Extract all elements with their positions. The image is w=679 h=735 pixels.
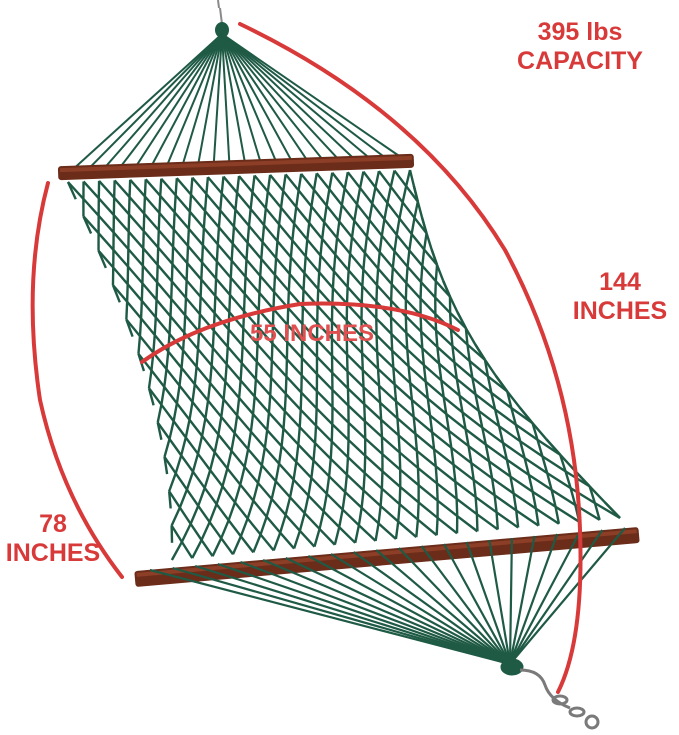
dimension-arcs bbox=[30, 22, 583, 694]
capacity-value: 395 lbs bbox=[537, 18, 623, 46]
bottom-ropes bbox=[149, 527, 626, 666]
height-arc bbox=[30, 181, 124, 579]
hammock-net bbox=[66, 169, 621, 561]
capacity-caption: CAPACITY bbox=[517, 46, 643, 75]
height-value: 78 bbox=[39, 510, 67, 538]
width-value: 55 INCHES bbox=[249, 320, 375, 347]
length-label: 144 INCHES bbox=[560, 268, 679, 326]
width-label: 55 INCHES bbox=[222, 320, 402, 348]
top-ropes bbox=[69, 33, 406, 173]
height-label: 78 INCHES bbox=[0, 510, 110, 568]
top-spreader-bar bbox=[57, 153, 415, 181]
length-arc bbox=[238, 22, 583, 694]
capacity-label: 395 lbs CAPACITY bbox=[490, 18, 670, 76]
chain-icon bbox=[215, 0, 229, 38]
height-unit: INCHES bbox=[5, 538, 101, 567]
length-value: 144 bbox=[599, 268, 641, 296]
s-hook-icon bbox=[500, 658, 600, 730]
length-unit: INCHES bbox=[572, 296, 668, 325]
width-arc bbox=[140, 301, 460, 364]
